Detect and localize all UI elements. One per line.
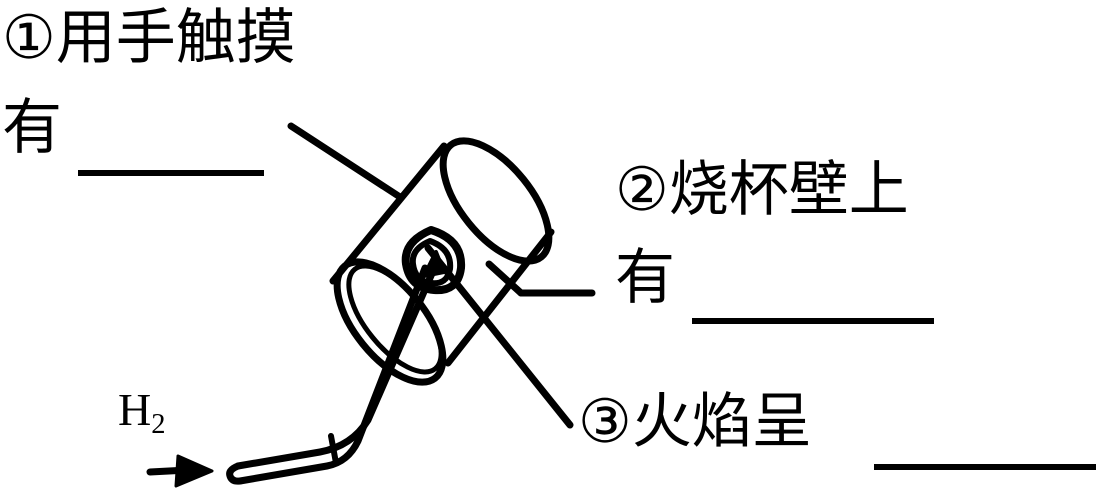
leader-line-1 [287,122,404,201]
flame-outline-inner [409,238,454,287]
annotation-1-prefix: 有 [2,93,62,163]
beaker-base-ellipse [439,137,553,265]
tube-wall-lower [236,264,429,485]
annotation-3-blank[interactable] [874,464,1096,470]
gas-formula-element: H [118,384,152,435]
delivery-tube [226,258,441,485]
arrow-head [174,454,214,488]
annotation-2-text: 烧杯壁上 [668,155,909,225]
tube-open-end [226,462,244,485]
flame-outline-outer [401,226,466,295]
gas-formula-subscript: 2 [151,408,166,440]
beaker-wall-left [329,142,448,285]
annotation-2-prefix: 有 [615,243,675,313]
annotation-1-text: 用手触摸 [55,3,296,73]
annotation-3-line1: ③火焰呈 [578,392,812,452]
annotation-1-marker: ① [2,3,56,73]
annotation-2-blank[interactable] [692,318,934,324]
tube-bend-shoulder [328,433,339,466]
gas-formula-label: H2 [118,384,166,439]
beaker-wall-right [444,228,555,367]
annotation-3-marker: ③ [578,387,632,457]
leader-line-3 [424,244,574,429]
flame [401,226,466,295]
annotation-3-text: 火焰呈 [631,387,812,457]
leader-line-2-hook [485,260,525,297]
annotation-1-blank[interactable] [78,170,264,176]
annotation-2-marker: ② [615,155,669,225]
gas-inlet-arrow-icon [146,454,214,488]
annotation-1-line1: ①用手触摸 [2,8,296,68]
annotation-2-line1: ②烧杯壁上 [615,160,909,220]
